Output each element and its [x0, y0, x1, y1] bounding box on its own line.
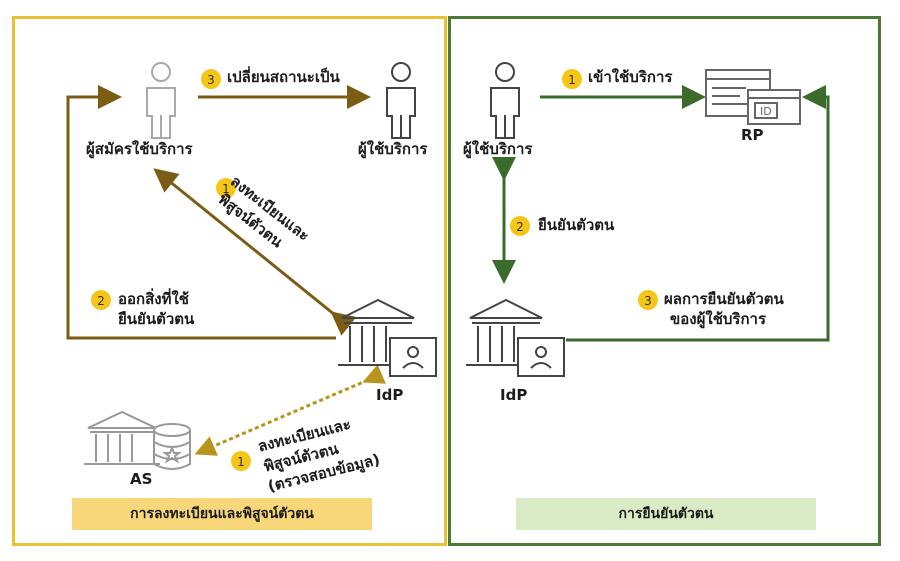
- result-arrow: [566, 85, 830, 342]
- step1-as-badge: 1: [231, 451, 251, 471]
- authentication-panel: [448, 16, 881, 546]
- step2-badge: 2: [91, 290, 111, 310]
- result-text-line1: ผลการยืนยันตัวตน: [664, 290, 784, 308]
- rp-label: RP: [741, 126, 764, 144]
- registration-footer-label: การลงทะเบียนและพิสูจน์ตัวตน: [72, 498, 372, 530]
- svg-text:2: 2: [97, 294, 105, 308]
- applicant-label: ผู้สมัครใช้บริการ: [86, 140, 193, 158]
- step1-diagonal-badge: 1: [216, 178, 236, 198]
- right-step2-badge: 2: [510, 216, 530, 236]
- svg-text:1: 1: [237, 455, 245, 469]
- right-step3-badge: 3: [638, 290, 658, 310]
- right-idp-building-icon: [466, 298, 565, 377]
- authentication-footer-label: การยืนยันตัวตน: [516, 498, 816, 530]
- svg-text:1: 1: [568, 73, 576, 87]
- svg-text:1: 1: [222, 182, 230, 196]
- rp-id-text: ID: [760, 105, 772, 118]
- user-person-icon: [386, 62, 416, 139]
- user-label: ผู้ใช้บริการ: [358, 140, 428, 158]
- as-building-database-icon: [84, 410, 191, 470]
- idp-building-icon: [338, 298, 437, 377]
- access-service-text: เข้าใช้บริการ: [588, 68, 673, 86]
- svg-text:2: 2: [516, 220, 524, 234]
- right-user-label: ผู้ใช้บริการ: [463, 140, 533, 158]
- applicant-person-icon: [146, 62, 176, 139]
- step2-loop-arrow: [66, 85, 336, 340]
- step3-text: เปลี่ยนสถานะเป็น: [227, 68, 340, 86]
- as-label: AS: [130, 470, 153, 488]
- right-step1-badge: 1: [562, 69, 582, 89]
- step3-badge: 3: [201, 69, 221, 89]
- rp-browser-icon: [705, 69, 801, 125]
- step2-text-line2: ยืนยันตัวตน: [118, 310, 195, 328]
- idp-label: IdP: [376, 386, 404, 404]
- right-idp-label: IdP: [500, 386, 528, 404]
- step1-diagonal-arrow: [153, 168, 357, 336]
- result-text-line2: ของผู้ใช้บริการ: [670, 310, 767, 328]
- svg-text:3: 3: [644, 294, 652, 308]
- step2-text-line1: ออกสิ่งที่ใช้: [118, 290, 189, 308]
- registration-panel: [12, 16, 447, 546]
- svg-text:3: 3: [207, 73, 215, 87]
- verify-identity-text: ยืนยันตัวตน: [538, 216, 615, 234]
- as-dotted-arrow: [194, 364, 386, 456]
- right-user-person-icon: [490, 62, 520, 139]
